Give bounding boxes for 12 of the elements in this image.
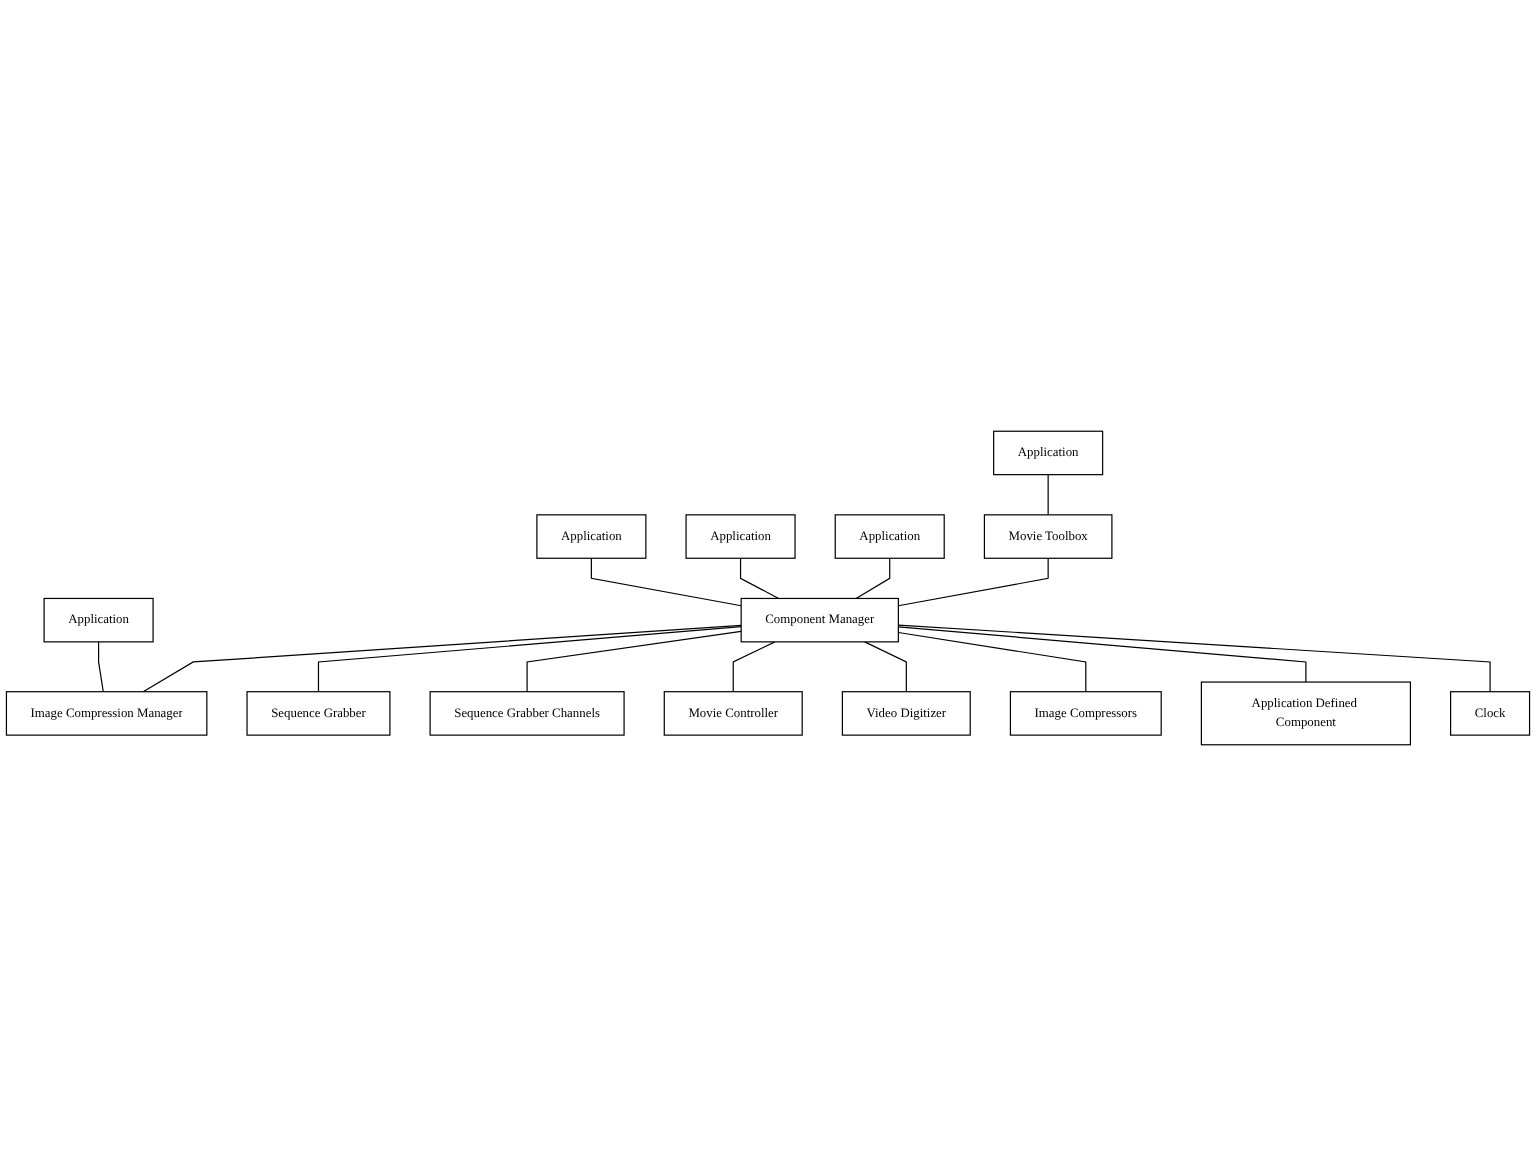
- connector: [98, 641, 104, 693]
- connector: [897, 631, 1087, 693]
- connector: [739, 557, 780, 600]
- connector: [1047, 474, 1049, 516]
- connector: [526, 630, 742, 693]
- connector: [855, 557, 891, 600]
- connector: [897, 557, 1049, 607]
- connector: [142, 624, 742, 693]
- connector: [590, 557, 742, 607]
- connector: [897, 624, 1491, 693]
- connector: [317, 626, 742, 693]
- connector: [897, 626, 1307, 683]
